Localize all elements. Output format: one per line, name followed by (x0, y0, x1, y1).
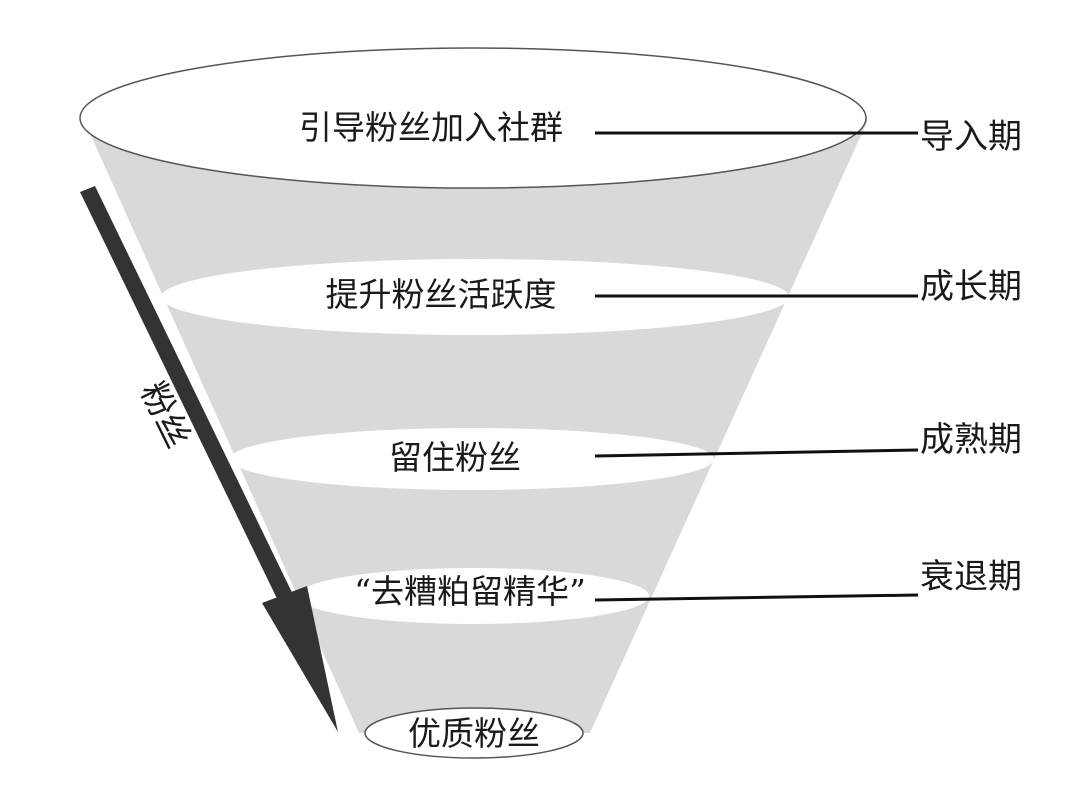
phase-label-2: 成长期 (920, 267, 1022, 307)
funnel-top-ellipse (79, 47, 867, 189)
phase-line-4 (594, 593, 919, 602)
phase-label-3: 成熟期 (920, 420, 1022, 460)
phase-line-3 (594, 448, 919, 458)
stage-2-ellipse (161, 259, 789, 335)
arrow-shaft (80, 186, 299, 613)
bottom-text: 优质粉丝 (408, 714, 540, 753)
stage-2-text: 提升粉丝活跃度 (326, 275, 557, 314)
fan-flow-arrow (80, 186, 338, 732)
phase-label-1: 导入期 (920, 117, 1022, 157)
stage-1-text: 引导粉丝加入社群 (299, 108, 563, 147)
stage-4-ellipse (297, 568, 649, 624)
phase-label-4: 衰退期 (920, 557, 1022, 597)
arrow-head-icon (262, 586, 338, 732)
stage-3-ellipse (230, 428, 714, 490)
stage-3-text: 留住粉丝 (389, 438, 521, 477)
stage-4-text: “去糟粕留精华” (354, 572, 586, 611)
bottom-ellipse (364, 707, 584, 759)
